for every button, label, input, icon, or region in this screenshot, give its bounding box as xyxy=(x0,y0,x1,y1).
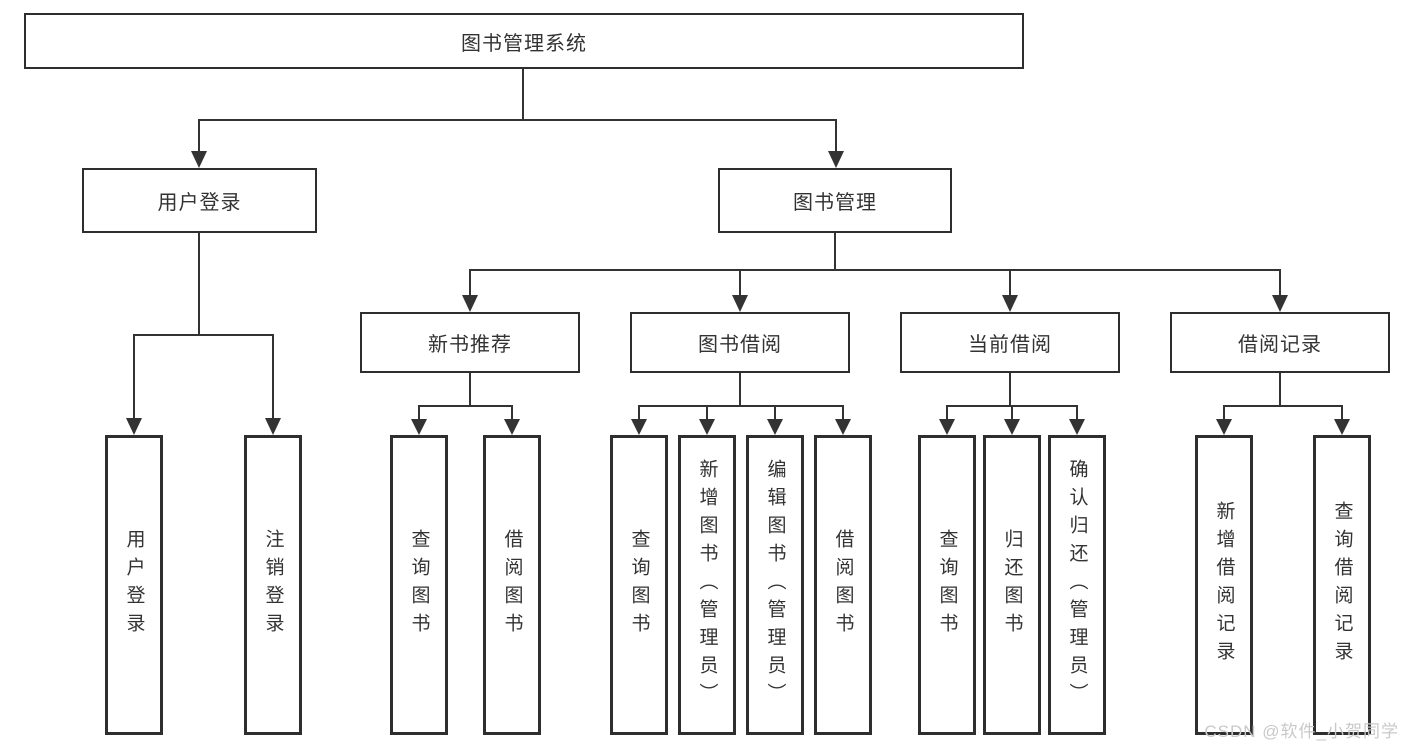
leaf-add-borrow-record: 新增借阅记录 xyxy=(1195,435,1253,735)
leaf-query-books-current-label: 查询图书 xyxy=(936,529,958,641)
leaf-borrow-books-recommend: 借阅图书 xyxy=(483,435,541,735)
node-new-book-recommend: 新书推荐 xyxy=(360,312,580,373)
node-book-borrow-label: 图书借阅 xyxy=(698,334,782,356)
node-root: 图书管理系统 xyxy=(24,13,1024,69)
watermark: CSDN @软件_小贺同学 xyxy=(1204,722,1399,741)
node-current-borrow-label: 当前借阅 xyxy=(968,334,1052,356)
leaf-borrow-books-label: 借阅图书 xyxy=(832,529,854,641)
leaf-query-borrow-record: 查询借阅记录 xyxy=(1313,435,1371,735)
leaf-borrow-books: 借阅图书 xyxy=(814,435,872,735)
node-book-management: 图书管理 xyxy=(718,168,952,233)
leaf-user-login-label: 用户登录 xyxy=(123,529,145,641)
leaf-edit-book-admin: 编辑图书（管理员） xyxy=(746,435,804,735)
node-book-management-label: 图书管理 xyxy=(793,192,877,214)
leaf-query-books-borrow: 查询图书 xyxy=(610,435,668,735)
leaf-return-book: 归还图书 xyxy=(983,435,1041,735)
node-new-book-recommend-label: 新书推荐 xyxy=(428,334,512,356)
node-user-login: 用户登录 xyxy=(82,168,317,233)
node-book-borrow: 图书借阅 xyxy=(630,312,850,373)
leaf-logout-label: 注销登录 xyxy=(262,529,284,641)
leaf-query-books-recommend: 查询图书 xyxy=(390,435,448,735)
node-current-borrow: 当前借阅 xyxy=(900,312,1120,373)
leaf-query-books-current: 查询图书 xyxy=(918,435,976,735)
leaf-edit-book-admin-label: 编辑图书（管理员） xyxy=(764,459,786,711)
leaf-borrow-books-recommend-label: 借阅图书 xyxy=(501,529,523,641)
leaf-query-borrow-record-label: 查询借阅记录 xyxy=(1331,501,1353,669)
leaf-add-borrow-record-label: 新增借阅记录 xyxy=(1213,501,1235,669)
leaf-confirm-return-admin: 确认归还（管理员） xyxy=(1048,435,1106,735)
leaf-confirm-return-admin-label: 确认归还（管理员） xyxy=(1066,459,1088,711)
leaf-user-login: 用户登录 xyxy=(105,435,163,735)
leaf-logout: 注销登录 xyxy=(244,435,302,735)
leaf-query-books-borrow-label: 查询图书 xyxy=(628,529,650,641)
leaf-return-book-label: 归还图书 xyxy=(1001,529,1023,641)
node-root-label: 图书管理系统 xyxy=(461,32,587,55)
node-user-login-label: 用户登录 xyxy=(157,192,242,214)
node-borrow-records: 借阅记录 xyxy=(1170,312,1390,373)
node-borrow-records-label: 借阅记录 xyxy=(1238,334,1322,356)
leaf-add-book-admin-label: 新增图书（管理员） xyxy=(696,459,718,711)
leaf-add-book-admin: 新增图书（管理员） xyxy=(678,435,736,735)
leaf-query-books-recommend-label: 查询图书 xyxy=(408,529,430,641)
